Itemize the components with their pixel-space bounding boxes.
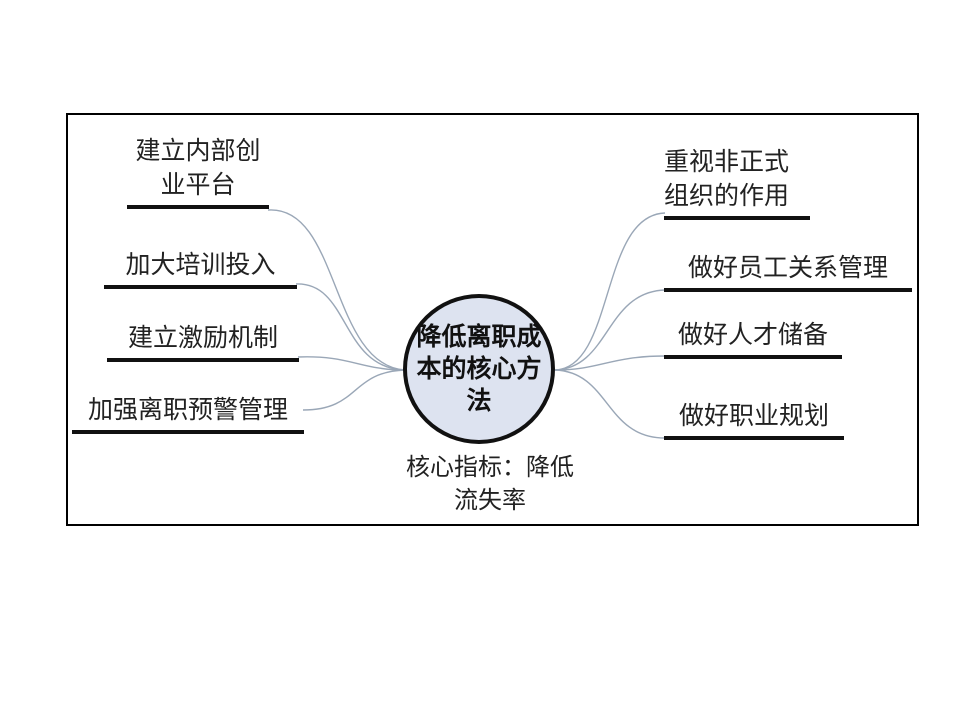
link-left-1 [267, 209, 406, 371]
node-underline [664, 216, 810, 220]
node-label: 建立激励机制 [127, 323, 278, 352]
node-underline [104, 285, 297, 289]
right-node: 重视非正式 组织的作用 [664, 145, 810, 220]
node-underline [664, 288, 912, 292]
node-label: 建立内部创 业平台 [135, 136, 261, 199]
link-right-1 [554, 212, 666, 371]
link-left-4 [302, 369, 406, 411]
node-underline [72, 430, 304, 434]
left-node: 建立激励机制 [107, 321, 299, 362]
link-right-4 [554, 369, 666, 439]
right-node: 做好员工关系管理 [664, 251, 912, 292]
node-label: 做好人才储备 [677, 320, 828, 349]
left-node: 加大培训投入 [104, 248, 297, 289]
node-label: 加强离职预警管理 [87, 395, 288, 424]
node-label: 加大培训投入 [125, 250, 276, 279]
node-label: 重视非正式 组织的作用 [664, 147, 790, 210]
left-node: 加强离职预警管理 [72, 393, 304, 434]
link-left-3 [297, 356, 406, 371]
node-label: 做好员工关系管理 [687, 253, 888, 282]
node-underline [664, 436, 844, 440]
right-node: 做好职业规划 [664, 399, 844, 440]
core-indicator-label: 核心指标：降低 流失率 [406, 453, 574, 514]
link-right-2 [554, 289, 666, 371]
link-right-3 [554, 355, 666, 371]
node-label: 做好职业规划 [678, 401, 829, 430]
diagram-frame [66, 113, 919, 526]
center-node-label: 降低离职成本的核心方法 [416, 322, 542, 415]
link-left-2 [295, 283, 406, 371]
node-underline [107, 358, 299, 362]
left-node: 建立内部创 业平台 [127, 134, 269, 209]
node-underline [127, 205, 269, 209]
right-node: 做好人才储备 [664, 318, 842, 359]
center-node: 降低离职成本的核心方法 [403, 294, 555, 444]
node-underline [664, 355, 842, 359]
